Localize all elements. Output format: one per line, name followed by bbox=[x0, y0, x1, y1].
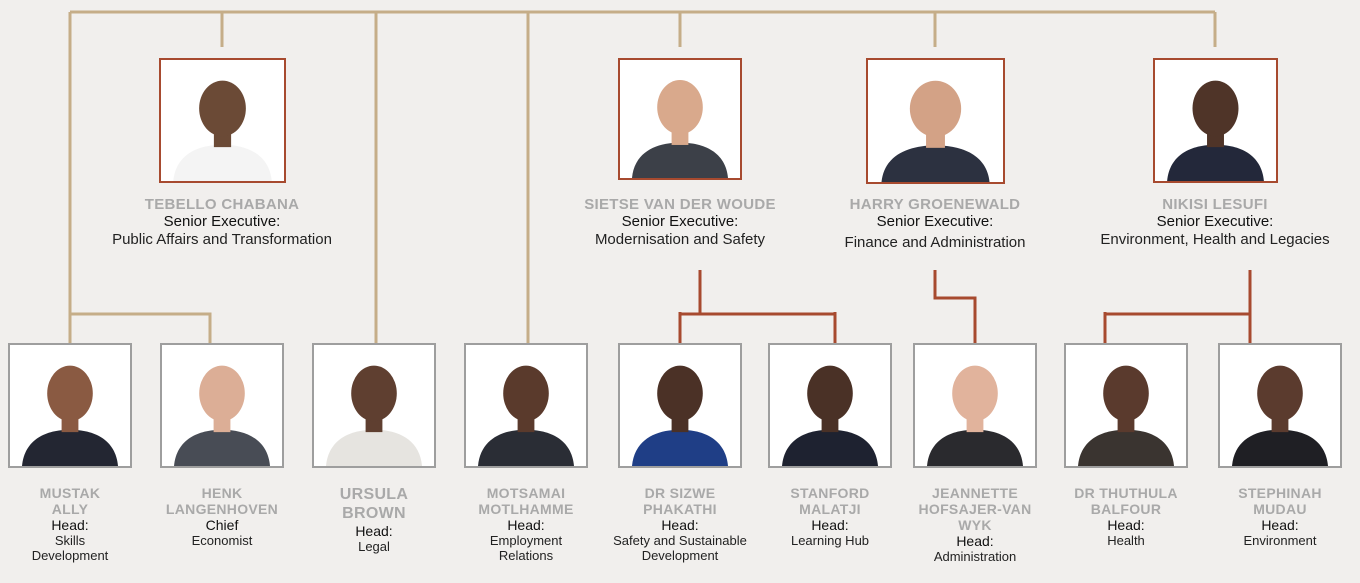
person-department: Modernisation and Safety bbox=[594, 231, 766, 248]
portrait-photo bbox=[162, 345, 282, 466]
portrait-sizwe bbox=[618, 343, 742, 468]
person-department-line: Economist bbox=[191, 533, 253, 548]
senior-card-sietse: SIETSE VAN DER WOUDE Senior Executive: M… bbox=[552, 58, 808, 249]
head-card-motsamai: MOTSAMAI MOTLHAMME Head: Employment Rela… bbox=[464, 343, 588, 563]
person-name-line: JEANNETTE bbox=[932, 485, 1018, 501]
head-card-mustak: MUSTAK ALLY Head: Skills Development bbox=[8, 343, 132, 563]
portrait-mustak bbox=[8, 343, 132, 468]
head-card-sizwe: DR SIZWE PHAKATHI Head: Safety and Susta… bbox=[600, 343, 760, 563]
head-card-henk: HENK LANGENHOVEN Chief Economist bbox=[160, 343, 284, 548]
person-department-line: Employment bbox=[489, 533, 563, 548]
person-role: Head: bbox=[507, 517, 545, 533]
person-department-line: Administration bbox=[933, 549, 1017, 564]
person-name-line: DR SIZWE bbox=[644, 485, 716, 501]
portrait-henk bbox=[160, 343, 284, 468]
person-name-line: ALLY bbox=[51, 501, 89, 517]
person-name-line: STANFORD bbox=[790, 485, 870, 501]
portrait-photo bbox=[770, 345, 890, 466]
portrait-stanford bbox=[768, 343, 892, 468]
red-connectors bbox=[678, 270, 1252, 343]
person-name: NIKISI LESUFI bbox=[1162, 196, 1268, 213]
person-name: HARRY GROENEWALD bbox=[849, 196, 1021, 213]
portrait-harry bbox=[865, 58, 1005, 184]
portrait-tebello bbox=[158, 58, 286, 183]
person-role: Senior Executive: bbox=[163, 213, 281, 230]
gold-connectors bbox=[68, 10, 1217, 343]
person-name-line: HENK bbox=[201, 485, 243, 501]
person-role: Head: bbox=[1107, 517, 1145, 533]
person-role: Head: bbox=[51, 517, 89, 533]
head-card-stephinah: STEPHINAH MUDAU Head: Environment bbox=[1218, 343, 1342, 548]
person-department-line: Health bbox=[1107, 533, 1145, 548]
portrait-motsamai bbox=[464, 343, 588, 468]
person-name-line: MUDAU bbox=[1253, 501, 1307, 517]
person-role: Senior Executive: bbox=[1156, 213, 1274, 230]
person-name-line: HOFSAJER-VAN WYK bbox=[918, 501, 1032, 533]
person-department-line: Environment bbox=[1243, 533, 1317, 548]
portrait-photo bbox=[466, 345, 586, 466]
portrait-photo bbox=[1066, 345, 1186, 466]
person-name-line: MOTLHAMME bbox=[478, 501, 574, 517]
portrait-photo bbox=[915, 345, 1035, 466]
person-name-line: MUSTAK bbox=[39, 485, 101, 501]
person-role: Head: bbox=[1261, 517, 1299, 533]
portrait-stephinah bbox=[1218, 343, 1342, 468]
person-role: Senior Executive: bbox=[876, 213, 994, 230]
person-department-line: Safety and Sustainable bbox=[613, 533, 747, 548]
portrait-sietse bbox=[618, 58, 742, 180]
person-name-line: MOTSAMAI bbox=[486, 485, 566, 501]
person-role: Head: bbox=[661, 517, 699, 533]
person-name-line: MALATJI bbox=[799, 501, 861, 517]
person-department: Finance and Administration bbox=[844, 234, 1026, 251]
person-name-line: LANGENHOVEN bbox=[165, 501, 279, 517]
senior-card-nikisi: NIKISI LESUFI Senior Executive: Environm… bbox=[1082, 58, 1348, 249]
person-name-line: BROWN bbox=[342, 505, 406, 522]
portrait-ursula bbox=[312, 343, 436, 468]
person-department-line: Development bbox=[31, 548, 109, 563]
person-department-line: Learning Hub bbox=[790, 533, 870, 548]
person-name-line: URSULA bbox=[339, 486, 409, 503]
portrait-photo bbox=[10, 345, 130, 466]
senior-card-harry: HARRY GROENEWALD Senior Executive: Finan… bbox=[812, 58, 1058, 252]
portrait-photo bbox=[867, 60, 1003, 182]
person-department-line: Development bbox=[641, 548, 719, 563]
person-department-line: Skills bbox=[54, 533, 86, 548]
head-card-stanford: STANFORD MALATJI Head: Learning Hub bbox=[768, 343, 892, 548]
person-department-line: Relations bbox=[498, 548, 554, 563]
portrait-nikisi bbox=[1152, 58, 1278, 183]
person-name: TEBELLO CHABANA bbox=[144, 196, 300, 213]
person-department: Public Affairs and Transformation bbox=[112, 231, 332, 248]
head-card-thuthula: DR THUTHULA BALFOUR Head: Health bbox=[1064, 343, 1188, 548]
person-name-line: BALFOUR bbox=[1090, 501, 1162, 517]
portrait-photo bbox=[1220, 345, 1340, 466]
portrait-photo bbox=[314, 345, 434, 466]
person-role: Head: bbox=[811, 517, 849, 533]
person-name: SIETSE VAN DER WOUDE bbox=[584, 196, 776, 213]
portrait-photo bbox=[620, 345, 740, 466]
senior-card-tebello: TEBELLO CHABANA Senior Executive: Public… bbox=[95, 58, 349, 249]
person-role: Head: bbox=[956, 533, 994, 549]
portrait-photo bbox=[620, 60, 740, 178]
head-card-jeannette: JEANNETTE HOFSAJER-VAN WYK Head: Adminis… bbox=[900, 343, 1050, 564]
portrait-thuthula bbox=[1064, 343, 1188, 468]
person-department: Environment, Health and Legacies bbox=[1100, 231, 1330, 248]
head-card-ursula: URSULA BROWN Head: Legal bbox=[312, 343, 436, 554]
person-name-line: DR THUTHULA bbox=[1074, 485, 1178, 501]
portrait-photo bbox=[160, 60, 284, 181]
person-department-line: Legal bbox=[358, 539, 390, 554]
portrait-jeannette bbox=[913, 343, 1037, 468]
portrait-photo bbox=[1154, 60, 1276, 181]
person-role: Senior Executive: bbox=[621, 213, 739, 230]
person-name-line: PHAKATHI bbox=[643, 501, 717, 517]
person-role: Chief bbox=[205, 517, 239, 533]
person-role: Head: bbox=[355, 523, 393, 539]
person-name-line: STEPHINAH bbox=[1238, 485, 1322, 501]
